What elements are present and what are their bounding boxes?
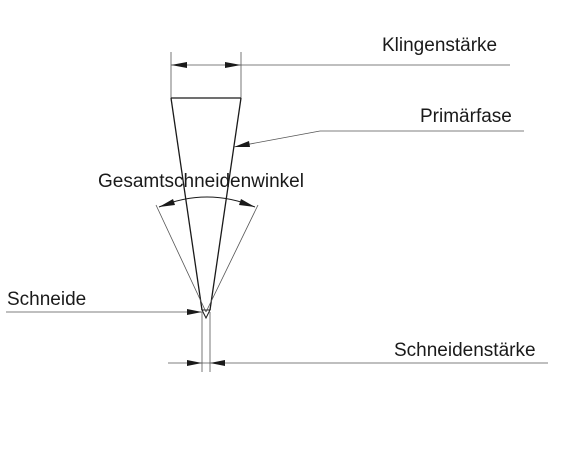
primary-bevel-arrow [234,141,250,147]
blade-profile [170,97,242,320]
primary-bevel-leader [233,130,524,148]
edge-thickness-arrow-left [187,360,202,366]
blade-flank-right [209,97,242,311]
primary-bevel-label: Primärfase [420,106,512,127]
cutting-edge-arrow [187,309,202,315]
edge-thickness-arrow-right [210,360,225,366]
blade-thickness-arrow-left [171,62,187,68]
total-edge-angle-label: Gesamtschneidenwinkel [98,171,304,192]
angle-arrow-left [159,199,175,207]
blade-thickness-arrow-right [225,62,241,68]
cutting-edge-tip [201,309,211,320]
angle-ray-right [205,204,259,313]
angle-arrow-right [239,199,255,207]
cutting-edge-leader [6,309,202,315]
cutting-edge-label: Schneide [7,289,87,310]
edge-thickness-label: Schneidenstärke [394,340,536,361]
edge-thickness-dimension [168,312,548,372]
angle-ray-left [155,204,207,313]
blade-flank-left [170,97,203,311]
total-edge-angle-indicator [155,196,259,313]
blade-thickness-dimension [170,52,510,98]
blade-thickness-label: Klingenstärke [382,35,498,56]
